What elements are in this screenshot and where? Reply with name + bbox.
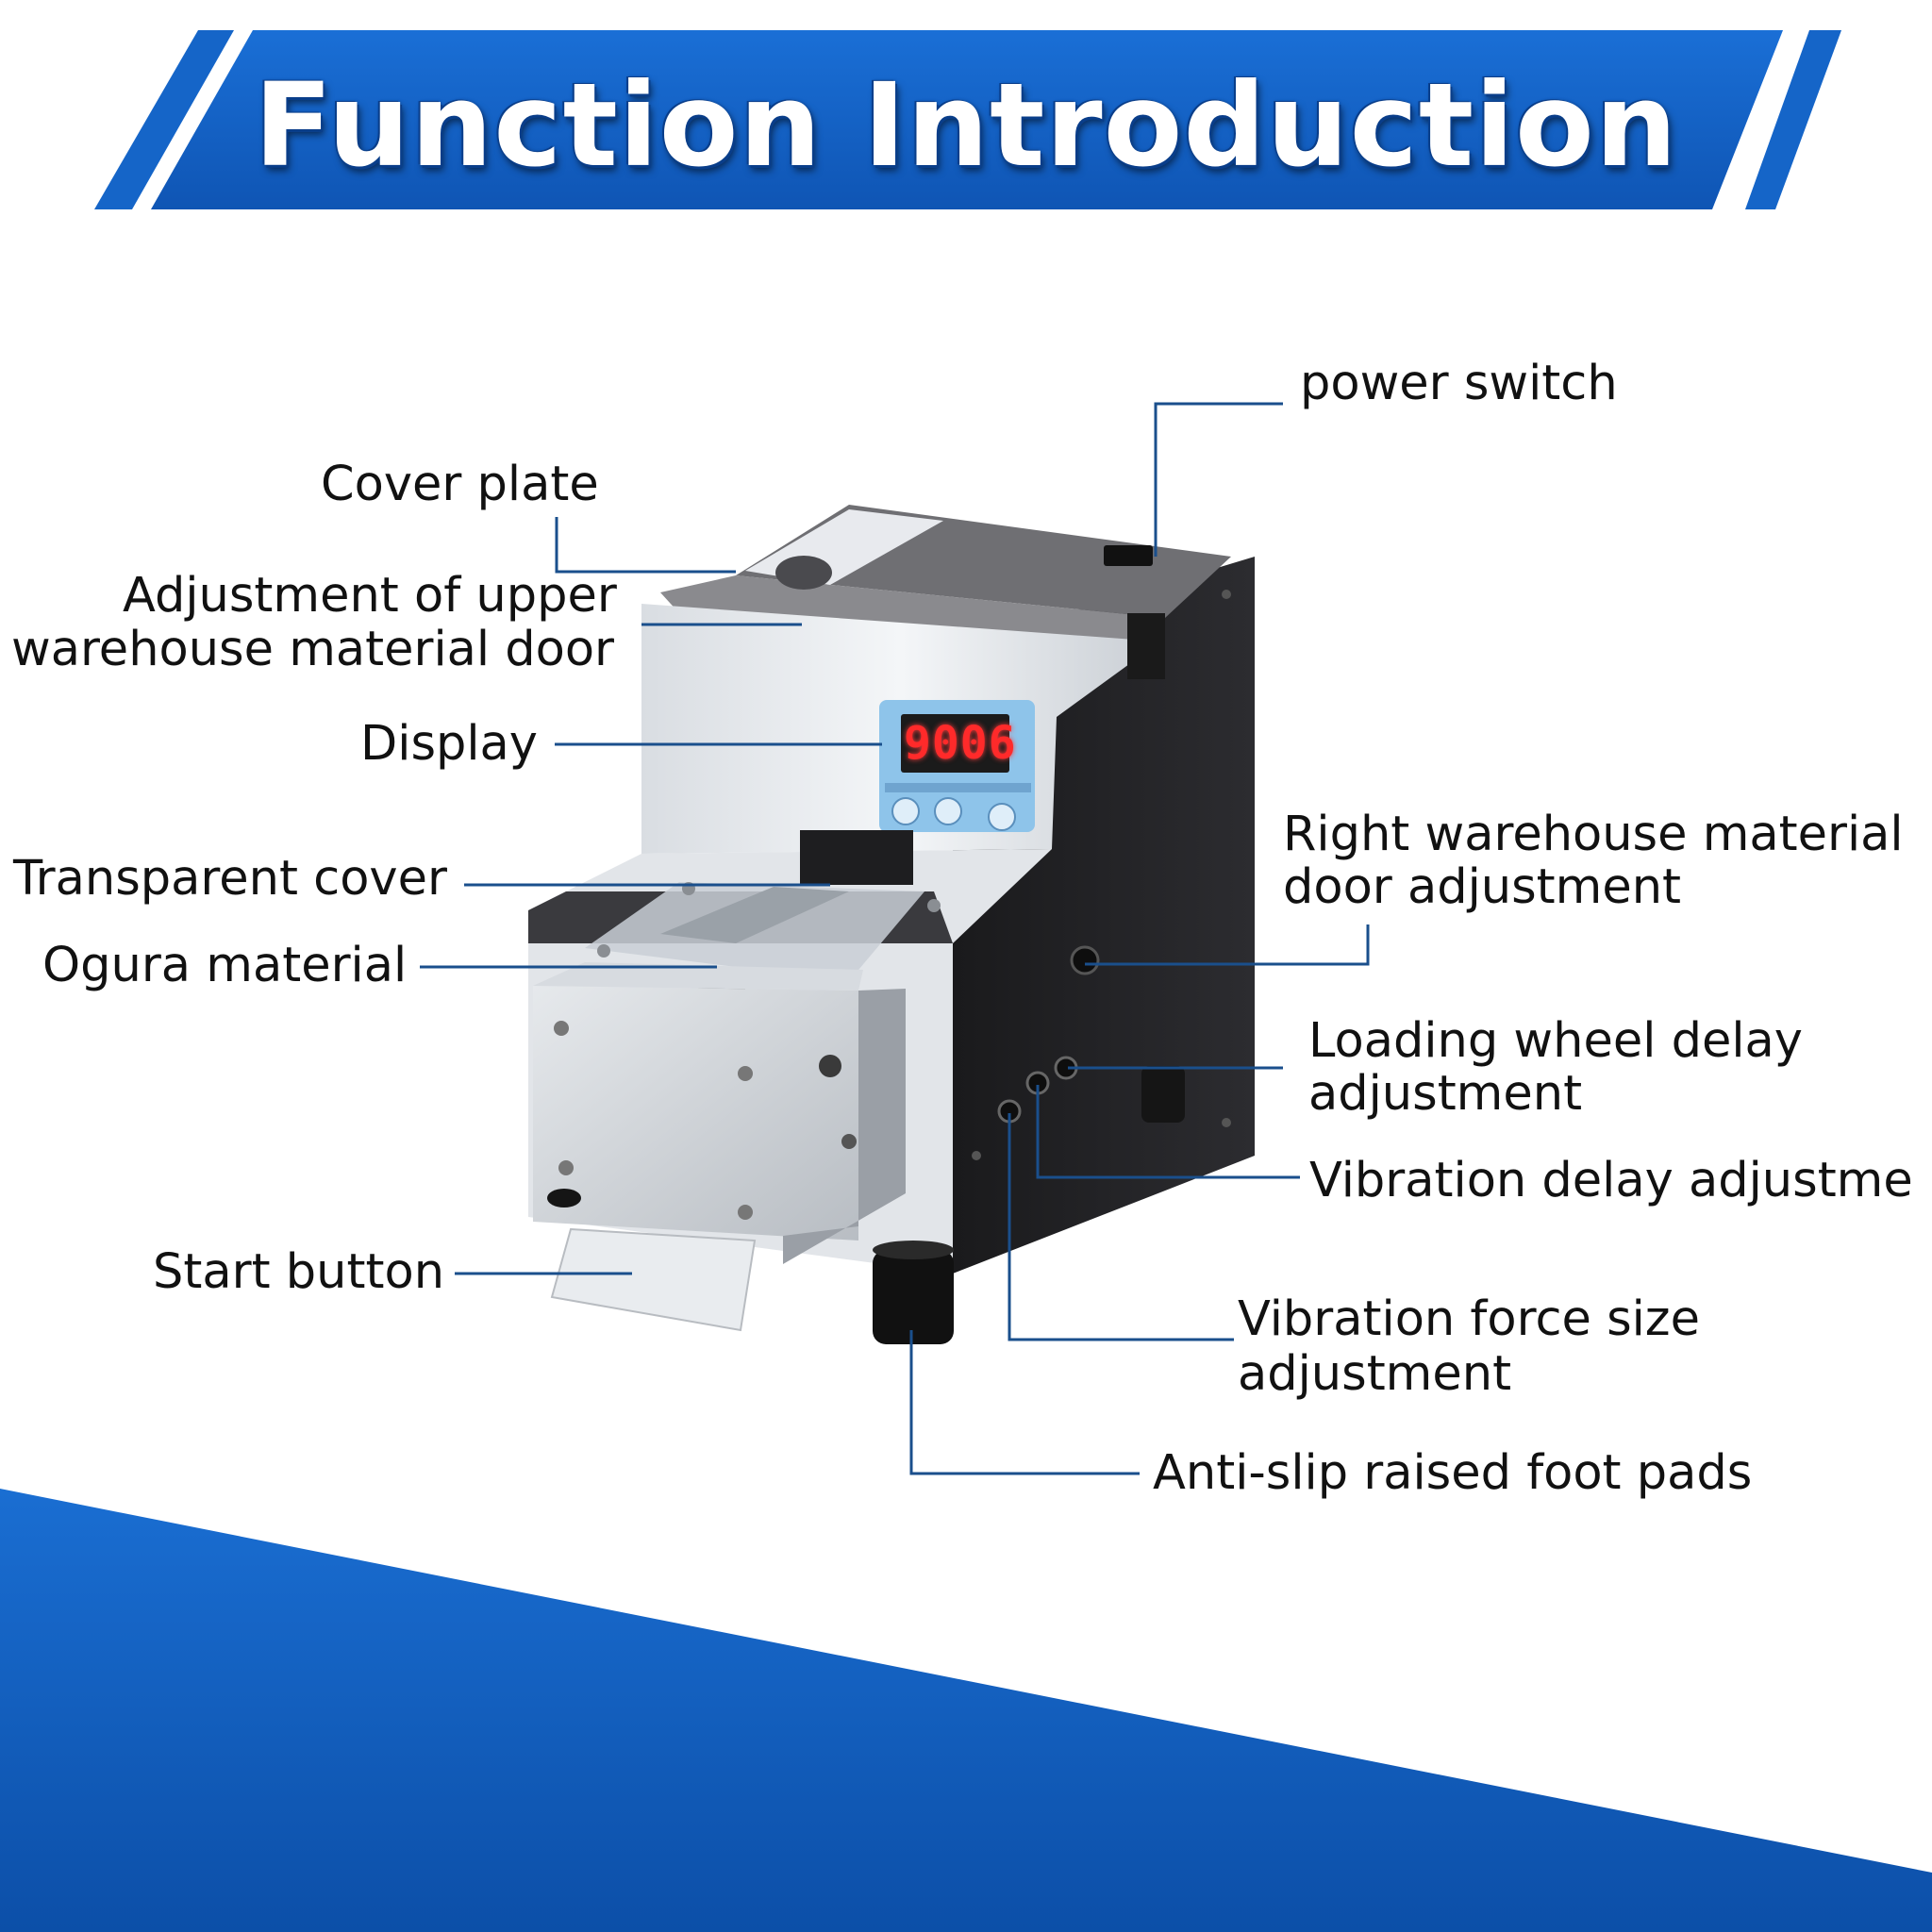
leader-vibration-force <box>1008 1113 1234 1341</box>
label-vibration-force-line1: Vibration force size <box>1238 1291 1700 1347</box>
label-cover-plate: Cover plate <box>321 457 599 512</box>
label-adjust-upper-line2: warehouse material door <box>11 623 615 677</box>
label-transparent-cover: Transparent cover <box>13 851 447 907</box>
label-vibration-delay: Vibration delay adjustme <box>1309 1154 1913 1208</box>
machine-illustration <box>528 505 1255 1344</box>
label-ogura-material: Ogura material <box>42 938 408 993</box>
leader-power-switch <box>1154 402 1283 557</box>
label-adjust-upper-line1: Adjustment of upper <box>123 568 617 624</box>
label-start-button: Start button <box>153 1244 445 1300</box>
label-right-door-line2: door adjustment <box>1283 859 1682 915</box>
page-title: Function Introduction <box>254 58 1678 192</box>
leader-right-door <box>1085 924 1370 966</box>
label-vibration-force-line2: adjustment <box>1238 1346 1512 1402</box>
label-foot-pads: Anti-slip raised foot pads <box>1153 1445 1753 1501</box>
leader-lines <box>420 402 1370 1475</box>
leader-vibration-delay <box>1036 1085 1300 1179</box>
label-display: Display <box>360 716 538 772</box>
header-banner <box>94 30 1841 209</box>
label-right-door-line1: Right warehouse material <box>1283 807 1904 862</box>
footer-band <box>0 1489 1932 1932</box>
leader-cover-plate <box>555 517 736 574</box>
label-loading-wheel-line1: Loading wheel delay <box>1308 1013 1803 1069</box>
label-power-switch: power switch <box>1300 356 1618 411</box>
display-readout: 9006 <box>904 717 1017 770</box>
leader-foot-pads <box>909 1330 1140 1475</box>
label-loading-wheel-line2: adjustment <box>1308 1066 1583 1122</box>
